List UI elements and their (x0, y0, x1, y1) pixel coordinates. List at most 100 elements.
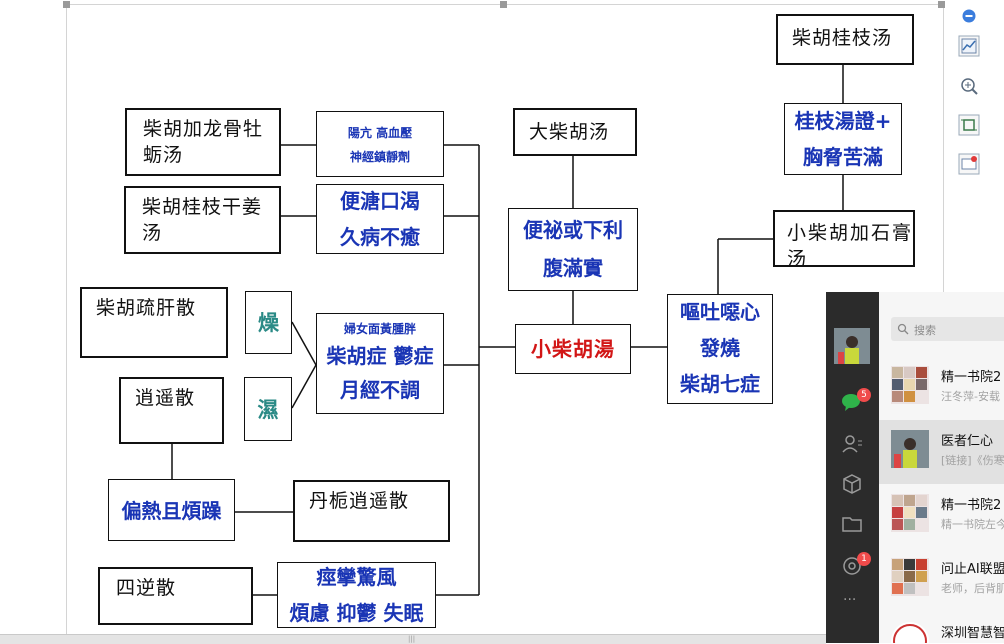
favorites-tab[interactable] (840, 472, 864, 496)
symptom-yangkang[interactable]: 陽亢 高血壓 神經鎮靜劑 (316, 111, 444, 177)
symptom-biantang[interactable]: 便溏口渴 久病不癒 (316, 184, 444, 254)
node-label: 四逆散 (116, 577, 177, 599)
node-label: 柴胡桂枝干姜汤 (142, 196, 263, 244)
group-avatar (891, 558, 929, 596)
symptom-line: 煩慮 抑鬱 失眠 (289, 601, 424, 625)
contacts-icon (842, 435, 862, 453)
moments-tab[interactable] (840, 554, 864, 578)
crop-button[interactable] (953, 113, 985, 137)
chat-item-name: 精一书院2 (941, 498, 1002, 513)
moments-icon (843, 557, 861, 575)
selection-handle[interactable] (500, 1, 507, 8)
search-placeholder: 搜索 (914, 324, 936, 337)
node-da-chaihu[interactable]: 大柴胡汤 (513, 108, 637, 156)
chat-item-preview: 汪冬萍-安载 (941, 390, 1000, 403)
chat-item-name: 医者仁心 (941, 434, 994, 449)
present-button[interactable] (953, 152, 985, 176)
node-label: 柴胡加龙骨牡蛎汤 (143, 118, 264, 166)
symptom-line: 久病不癒 (340, 225, 420, 249)
symptom-line: 痙攣驚風 (316, 565, 397, 589)
selection-handle[interactable] (938, 1, 945, 8)
symptom-line: 濕 (257, 398, 279, 422)
node-chaihu-guizhi-ganjiang[interactable]: 柴胡桂枝干姜汤 (124, 186, 281, 254)
symptom-jingluan[interactable]: 痙攣驚風 煩慮 抑鬱 失眠 (277, 562, 436, 628)
chat-tab[interactable] (840, 390, 864, 414)
node-xiao-chaihu-shigao[interactable]: 小柴胡加石膏汤 (773, 210, 915, 267)
chat-item-preview: 精一书院左今 (941, 518, 1004, 531)
user-avatar[interactable] (834, 328, 870, 364)
symptom-line: 便溏口渴 (340, 189, 420, 213)
chat-item[interactable]: 问止AI联盟 老师，后背肌 (879, 548, 1004, 612)
present-icon (958, 153, 980, 175)
node-chaihu-shugan[interactable]: 柴胡疏肝散 (80, 287, 228, 358)
symptom-line: 燥 (258, 311, 279, 335)
node-xiaoyao[interactable]: 逍遥散 (119, 377, 224, 444)
node-sini[interactable]: 四逆散 (98, 567, 253, 625)
search-input[interactable]: 搜索 (891, 317, 1004, 341)
symptom-line: 柴胡症 鬱症 (326, 344, 434, 368)
symptom-bianmi[interactable]: 便祕或下利 腹滿實 (508, 208, 638, 291)
chart-icon (958, 35, 980, 57)
symptom-line: 桂枝湯證+ (794, 109, 892, 133)
chart-tool-button[interactable] (953, 34, 985, 58)
minus-circle-icon (962, 9, 976, 23)
unread-badge: 5 (857, 388, 871, 402)
symptom-line: 柴胡七症 (680, 372, 760, 396)
chat-panel: 5 1 ··· 搜索 精一书院2 汪冬萍-安载 医者仁心 [链接]《伤寒 (826, 292, 1004, 643)
chat-icon (842, 394, 860, 411)
chat-item[interactable]: 精一书院2 汪冬萍-安载 (879, 356, 1004, 420)
node-label: 大柴胡汤 (529, 121, 610, 143)
node-chaihu-guizhi[interactable]: 柴胡桂枝汤 (776, 14, 914, 65)
chat-item-preview: [链接]《伤寒 (941, 454, 1004, 467)
symptom-outu[interactable]: 嘔吐噁心 發燒 柴胡七症 (667, 294, 773, 404)
symptom-guizhi-zheng[interactable]: 桂枝湯證+ 胸脅苦滿 (784, 103, 902, 175)
chat-item-name: 问止AI联盟 (941, 562, 1004, 577)
contacts-tab[interactable] (840, 432, 864, 456)
node-xiao-chaihu[interactable]: 小柴胡湯 (515, 324, 631, 374)
symptom-line: 神經鎮靜劑 (349, 150, 410, 164)
box-icon (843, 474, 861, 494)
selection-handle[interactable] (63, 1, 70, 8)
node-label: 逍遥散 (135, 387, 196, 409)
symptom-line: 便祕或下利 (523, 218, 623, 242)
chat-list: 搜索 精一书院2 汪冬萍-安载 医者仁心 [链接]《伤寒 精一书院2 精一书院左… (879, 292, 1004, 643)
node-label: 丹栀逍遥散 (309, 490, 410, 512)
symptom-funu[interactable]: 婦女面黃腫胖 柴胡症 鬱症 月經不調 (316, 313, 444, 414)
horizontal-scrollbar[interactable]: ||| (0, 634, 826, 644)
chat-item-selected[interactable]: 医者仁心 [链接]《伤寒 (879, 420, 1004, 484)
chat-item-name: 精一书院2 (941, 370, 1002, 385)
chat-item[interactable]: 精一书院2 精一书院左今 (879, 484, 1004, 548)
zoom-icon (961, 78, 978, 95)
symptom-line: 胸脅苦滿 (803, 145, 883, 169)
node-chaihu-longgu-muli[interactable]: 柴胡加龙骨牡蛎汤 (125, 108, 281, 176)
chat-sidebar: 5 1 ··· (826, 292, 879, 643)
node-danzhi-xiaoyao[interactable]: 丹栀逍遥散 (293, 480, 450, 542)
symptom-line: 腹滿實 (543, 256, 603, 280)
node-label: 柴胡桂枝汤 (792, 27, 893, 49)
chat-item-preview: 老师，后背肌 (941, 582, 1004, 595)
symptom-line: 月經不調 (340, 378, 420, 402)
node-label: 柴胡疏肝散 (96, 297, 197, 319)
node-label: 小柴胡加石膏汤 (787, 222, 914, 267)
more-button[interactable]: ··· (843, 592, 857, 608)
avatar-image (834, 328, 870, 364)
symptom-shi[interactable]: 濕 (244, 377, 292, 441)
moments-badge: 1 (857, 552, 871, 566)
symptom-zao[interactable]: 燥 (245, 291, 292, 354)
collapse-button[interactable] (953, 4, 985, 28)
zoom-button[interactable] (953, 74, 985, 98)
symptom-line: 嘔吐噁心 (680, 300, 760, 324)
chat-avatar (891, 430, 929, 468)
scroll-grip-icon[interactable]: ||| (408, 635, 416, 643)
chat-item-name: 深圳智慧智 (941, 626, 1004, 641)
folder-icon (842, 517, 862, 532)
symptom-pianre[interactable]: 偏熱且煩躁 (108, 479, 235, 541)
symptom-line: 偏熱且煩躁 (121, 499, 222, 523)
group-avatar (891, 494, 929, 532)
search-icon (897, 323, 909, 335)
chat-item[interactable]: 深圳智慧智 (879, 612, 1004, 643)
node-label: 小柴胡湯 (531, 337, 615, 361)
files-tab[interactable] (840, 512, 864, 536)
org-avatar (891, 622, 929, 643)
symptom-line: 婦女面黃腫胖 (343, 322, 416, 336)
